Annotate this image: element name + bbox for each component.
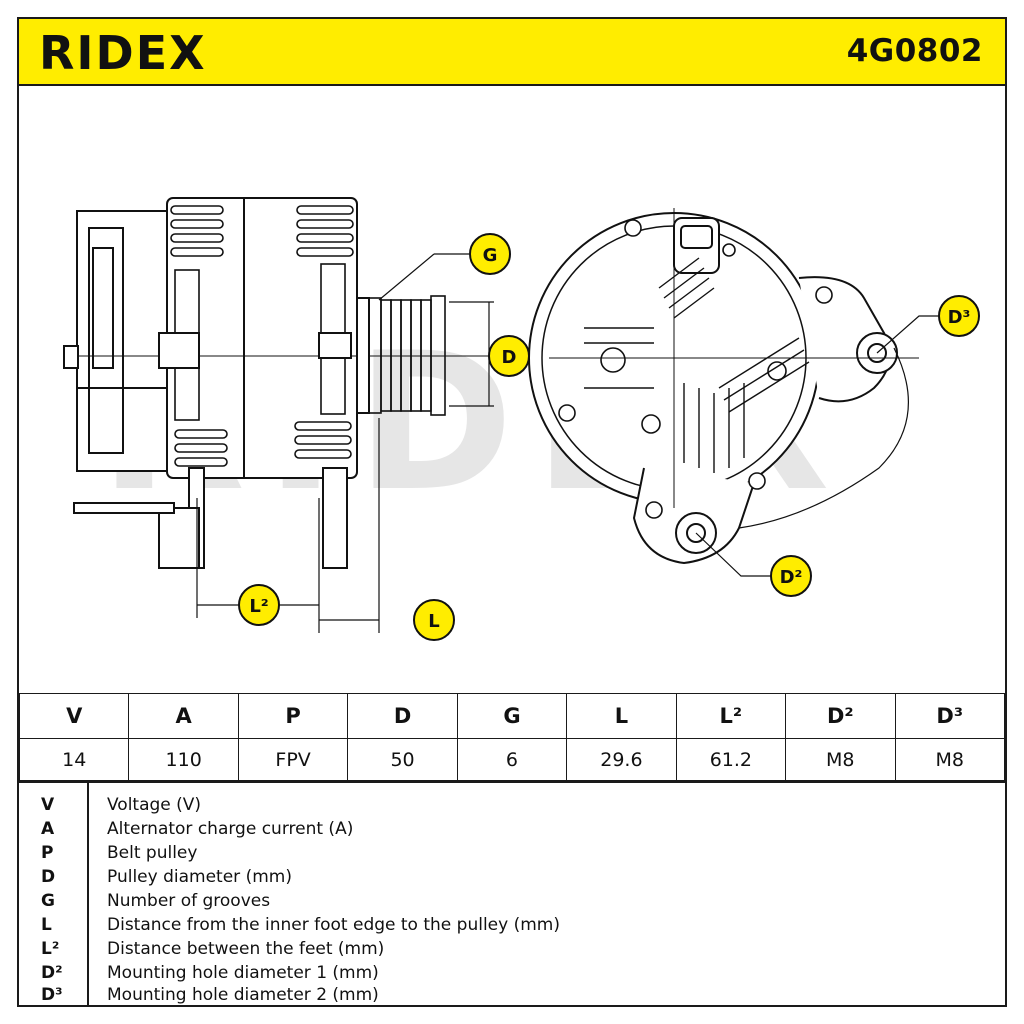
legend-description: Pulley diameter (mm) — [107, 867, 292, 887]
legend-row: L Distance from the inner foot edge to t… — [19, 913, 1005, 937]
legend-description: Alternator charge current (A) — [107, 819, 354, 839]
spec-table: V A P D G L L² D² D³ 14 110 FPV 50 6 29.… — [18, 693, 1005, 781]
legend-row: P Belt pulley — [19, 841, 1005, 865]
spec-col-header: L — [566, 693, 677, 739]
spec-col-header: P — [237, 693, 349, 739]
legend-symbol: L — [41, 915, 52, 935]
callout-D2-label: D² — [780, 567, 803, 588]
legend-row: A Alternator charge current (A) — [19, 817, 1005, 841]
callout-L-label: L — [428, 611, 439, 632]
spec-value: FPV — [237, 738, 349, 781]
spec-col-header: D — [347, 693, 458, 739]
product-sheet: RIDEX 4G0802 RIDEX — [17, 17, 1007, 1007]
spec-value: M8 — [894, 738, 1005, 781]
spec-col-header: D² — [785, 693, 896, 739]
technical-drawing: RIDEX — [63, 197, 980, 641]
spec-value: 14 — [18, 738, 130, 781]
part-number: 4G0802 — [846, 33, 983, 69]
legend-row: D³ Mounting hole diameter 2 (mm) — [19, 983, 1005, 1007]
spec-value: 110 — [128, 738, 239, 781]
legend: V Voltage (V) A Alternator charge curren… — [19, 781, 1005, 1007]
legend-symbol: D — [41, 867, 56, 887]
spec-col-header: D³ — [894, 693, 1005, 739]
spec-value: 29.6 — [566, 738, 677, 781]
legend-symbol: P — [41, 843, 54, 863]
legend-row: L² Distance between the feet (mm) — [19, 937, 1005, 961]
legend-description: Distance between the feet (mm) — [107, 939, 385, 959]
legend-row: D Pulley diameter (mm) — [19, 865, 1005, 889]
legend-description: Mounting hole diameter 2 (mm) — [107, 985, 379, 1005]
legend-symbol: V — [41, 795, 55, 815]
callout-D-label: D — [502, 347, 517, 368]
callout-G-label: G — [483, 245, 498, 266]
spec-value: 6 — [456, 738, 568, 781]
legend-description: Distance from the inner foot edge to the… — [107, 915, 560, 935]
spec-value: 61.2 — [675, 738, 787, 781]
callout-G: G — [469, 233, 511, 275]
callout-D3-label: D³ — [948, 307, 971, 328]
legend-symbol: D³ — [41, 985, 63, 1005]
legend-row: D² Mounting hole diameter 1 (mm) — [19, 961, 1005, 985]
legend-row: G Number of grooves — [19, 889, 1005, 913]
legend-description: Belt pulley — [107, 843, 198, 863]
legend-symbol: D² — [41, 963, 63, 983]
spec-table-header: V A P D G L L² D² D³ — [18, 693, 1005, 739]
callout-L: L — [413, 599, 455, 641]
alternator-side-view — [63, 197, 519, 633]
spec-col-header: V — [18, 693, 130, 739]
legend-description: Mounting hole diameter 1 (mm) — [107, 963, 379, 983]
legend-symbol: A — [41, 819, 55, 839]
spec-value: 50 — [347, 738, 458, 781]
brand-logo-text: RIDEX — [39, 31, 207, 75]
spec-value: M8 — [785, 738, 896, 781]
spec-table-values: 14 110 FPV 50 6 29.6 61.2 M8 M8 — [18, 738, 1005, 781]
legend-divider — [87, 783, 89, 1007]
spec-col-header: L² — [675, 693, 787, 739]
callout-D: D — [488, 335, 530, 377]
legend-row: V Voltage (V) — [19, 793, 1005, 817]
callout-L2: L² — [238, 584, 280, 626]
spec-col-header: G — [456, 693, 568, 739]
legend-description: Voltage (V) — [107, 795, 202, 815]
callout-D3: D³ — [938, 295, 980, 337]
alternator-front-view — [528, 208, 939, 577]
callout-L2-label: L² — [249, 596, 268, 617]
legend-symbol: L² — [41, 939, 60, 959]
brand-logo: RIDEX — [39, 31, 207, 75]
legend-description: Number of grooves — [107, 891, 271, 911]
spec-col-header: A — [128, 693, 239, 739]
header-bar: RIDEX 4G0802 — [19, 19, 1005, 86]
legend-symbol: G — [41, 891, 55, 911]
callout-D2: D² — [770, 555, 812, 597]
